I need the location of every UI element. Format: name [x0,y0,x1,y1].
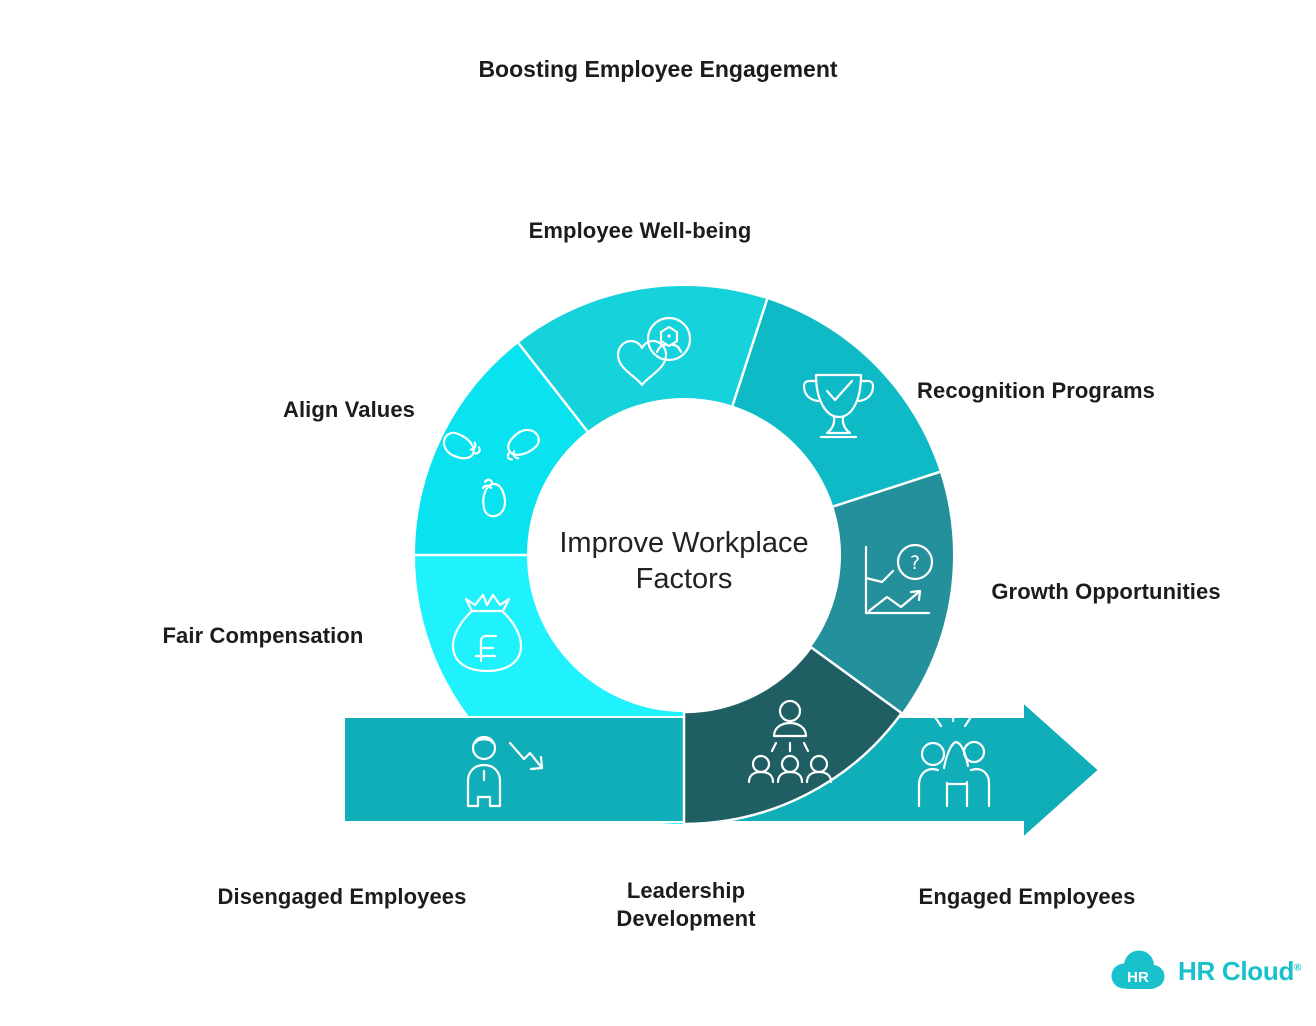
heart-wellbeing-icon [616,316,692,387]
logo-wordmark-text: HR Cloud [1178,955,1295,986]
registered-trademark: ® [1294,961,1302,973]
segment-align-values [415,343,588,555]
hr-cloud-logo-icon: HR [1111,950,1165,989]
center-title: Improve Workplace Factors [559,525,808,597]
segment-employee-well-being [518,286,768,432]
svg-text:?: ? [910,552,920,574]
label-leadership-development: Leadership Development [616,878,756,931]
disengaged-person-icon [466,735,544,808]
segment-growth-opportunities [811,471,953,714]
center-title-line2: Factors [635,563,733,595]
label-employee-well-being: Employee Well-being [528,218,752,243]
hr-cloud-logo: HR HR Cloud® [1107,949,1301,993]
page-title: Boosting Employee Engagement [478,56,838,82]
label-engaged-employees: Engaged Employees [918,884,1136,909]
logo-cloud-text: HR [1127,969,1149,986]
segment-separator [731,298,769,407]
label-recognition-programs: Recognition Programs [917,378,1155,403]
segment-recognition-programs [732,299,940,507]
growth-chart-icon: ? [864,543,934,615]
leader-team-icon [747,699,833,784]
segment-separator [832,470,941,508]
segment-separator [517,342,589,433]
logo-wordmark: HR Cloud® [1178,956,1301,987]
fist-bump-icon [442,428,540,518]
center-title-line1: Improve Workplace [559,527,809,559]
label-align-values: Align Values [282,397,416,422]
label-growth-opportunities: Growth Opportunities [991,579,1221,604]
arrow-band-left [343,716,685,823]
label-fair-compensation: Fair Compensation [162,623,364,648]
trophy-check-icon [802,373,875,439]
money-bag-icon [451,593,523,673]
label-disengaged-employees: Disengaged Employees [217,884,467,909]
high-five-icon [917,710,991,808]
